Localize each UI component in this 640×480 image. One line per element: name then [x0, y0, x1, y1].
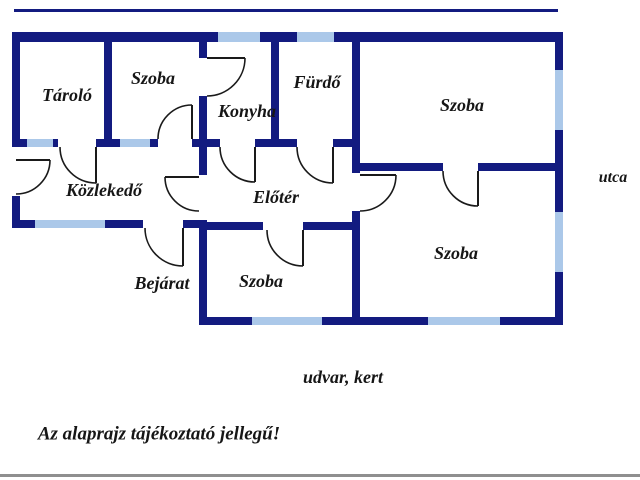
wall-segment — [183, 220, 207, 228]
room-label-eloter: Előtér — [252, 187, 300, 207]
wall-segment — [104, 42, 112, 139]
wall-segment — [53, 139, 58, 147]
site-boundary-line — [14, 9, 558, 12]
caption-street: utca — [598, 169, 628, 186]
room-label-szoba-1: Szoba — [130, 68, 176, 88]
wall-segment — [12, 139, 27, 147]
wall-segment — [352, 147, 360, 173]
wall-segment — [199, 317, 252, 325]
door-swing-arc-side-exit — [15, 159, 51, 195]
wall-segment — [478, 163, 555, 171]
wall-segment — [322, 317, 428, 325]
wall-segment — [150, 139, 158, 147]
wall-segment — [333, 139, 360, 147]
wall-segment — [271, 42, 279, 139]
door-swing-arc-szoba-konyha — [206, 57, 246, 97]
wall-segment — [555, 272, 563, 325]
wall-segment — [105, 220, 143, 228]
wall-segment — [352, 42, 360, 139]
door-swing-arc-eloter-szoba-4 — [359, 174, 397, 212]
door-swing-arc-kozlekedo-eloter — [164, 176, 200, 212]
door-swing-arc-szoba-3 — [266, 229, 304, 267]
room-label-bejarat: Bejárat — [134, 273, 190, 293]
wall-segment — [199, 147, 207, 175]
window-segment — [555, 212, 563, 272]
wall-segment — [199, 222, 207, 317]
room-label-szoba-3: Szoba — [238, 271, 284, 291]
window-segment — [27, 139, 53, 147]
door-swing-arc-szoba-1 — [157, 104, 193, 140]
wall-segment — [12, 32, 218, 42]
room-label-furdo: Fürdő — [293, 72, 341, 92]
wall-segment — [303, 222, 360, 230]
window-segment — [555, 70, 563, 130]
wall-segment — [555, 32, 563, 70]
door-swing-arc-furdo — [296, 146, 334, 184]
room-label-konyha: Konyha — [217, 101, 277, 121]
room-label-szoba-4: Szoba — [433, 243, 479, 263]
window-segment — [252, 317, 322, 325]
wall-segment — [192, 139, 220, 147]
image-frame-line — [0, 474, 640, 477]
window-segment — [428, 317, 500, 325]
wall-segment — [199, 96, 207, 139]
wall-segment — [96, 139, 120, 147]
wall-segment — [199, 42, 207, 58]
window-segment — [120, 139, 150, 147]
door-swing-arc-bejarat — [144, 227, 184, 267]
window-segment — [297, 32, 334, 42]
wall-segment — [500, 317, 563, 325]
door-swing-arc-szoba-2-szoba-4 — [442, 170, 479, 207]
caption-disclaimer: Az alaprajz tájékoztató jellegű! — [37, 423, 281, 445]
wall-segment — [255, 139, 297, 147]
wall-segment — [334, 32, 563, 42]
wall-segment — [360, 163, 443, 171]
wall-segment — [555, 130, 563, 212]
window-segment — [218, 32, 260, 42]
wall-segment — [12, 220, 35, 228]
room-label-tarolo: Tároló — [41, 85, 93, 105]
wall-segment — [12, 32, 20, 145]
room-label-kozlekedo: Közlekedő — [66, 180, 142, 200]
wall-segment — [352, 211, 360, 317]
wall-segment — [207, 222, 263, 230]
door-swing-arc-tarolo — [59, 146, 97, 184]
door-swing-arc-konyha-eloter — [219, 146, 256, 183]
wall-segment — [12, 196, 20, 228]
window-segment — [35, 220, 105, 228]
room-label-szoba-2: Szoba — [439, 95, 485, 115]
caption-yard: udvar, kert — [302, 367, 384, 387]
wall-segment — [260, 32, 297, 42]
